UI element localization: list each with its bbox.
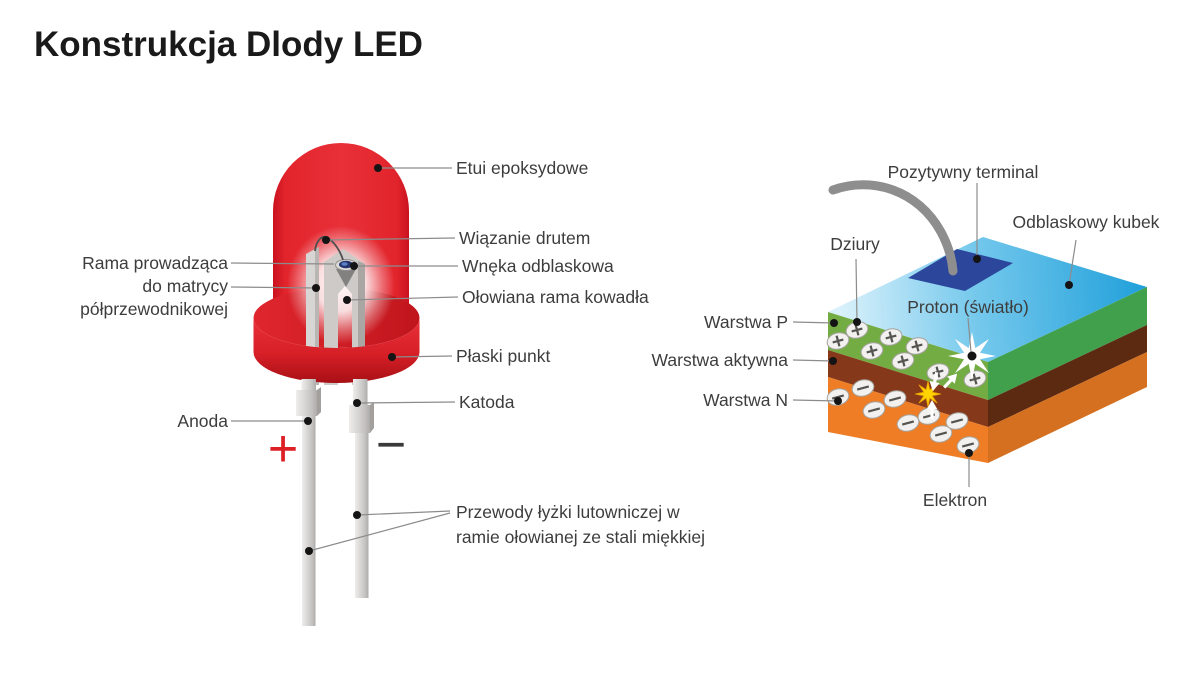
label-anvil-frame: Ołowiana rama kowadła bbox=[462, 287, 649, 307]
leader-leads-a bbox=[356, 510, 451, 516]
pointer-dot bbox=[322, 236, 330, 244]
anode-leg bbox=[296, 379, 321, 626]
led-leader-lines bbox=[230, 164, 459, 555]
label-epoxy-case: Etui epoksydowe bbox=[456, 158, 588, 178]
chip-labels: Pozytywny terminal Odblaskowy kubek Dziu… bbox=[652, 162, 1160, 510]
active-layer-front-face bbox=[828, 350, 988, 427]
pointer-dot bbox=[829, 357, 837, 365]
label-holes: Dziury bbox=[830, 234, 880, 254]
leader-cathode bbox=[356, 401, 456, 404]
label-lead-frame-1: Rama prowadząca bbox=[82, 253, 228, 273]
pointer-dot bbox=[343, 296, 351, 304]
label-leads-1: Przewody łyżki lutowniczej w bbox=[456, 502, 680, 522]
plus-symbol: + bbox=[268, 420, 298, 478]
pointer-dot bbox=[853, 318, 861, 326]
led-bulb-illustration: + − bbox=[253, 143, 420, 626]
label-proton: Proton (światło) bbox=[907, 297, 1029, 317]
label-anode: Anoda bbox=[177, 411, 228, 431]
leader-p-layer bbox=[792, 321, 835, 324]
pointer-dot bbox=[312, 284, 320, 292]
label-lead-frame-3: półprzewodnikowej bbox=[80, 299, 228, 319]
reflective-cup-top-face bbox=[828, 237, 1147, 362]
pointer-dot bbox=[388, 353, 396, 361]
label-p-layer: Warstwa P bbox=[704, 312, 788, 332]
pointer-dot bbox=[305, 547, 313, 555]
minus-symbol: − bbox=[376, 416, 406, 474]
label-positive-terminal: Pozytywny terminal bbox=[888, 162, 1039, 182]
leader-anvil-frame bbox=[346, 296, 459, 301]
pointer-dot bbox=[830, 319, 838, 327]
leader-wire-bond bbox=[325, 237, 456, 241]
page-title: Konstrukcja Dlody LED bbox=[34, 25, 423, 64]
leader-lead-frame-1 bbox=[230, 262, 335, 265]
terminal-pad bbox=[908, 249, 1013, 291]
label-lead-frame-2: do matrycy bbox=[142, 276, 228, 296]
chip-leader-lines bbox=[792, 183, 1077, 487]
p-layer-side-face bbox=[988, 287, 1147, 400]
label-reflective-cavity: Wnęka odblaskowa bbox=[462, 256, 614, 276]
label-active-layer: Warstwa aktywna bbox=[652, 350, 789, 370]
label-n-layer: Warstwa N bbox=[703, 390, 788, 410]
pointer-dot bbox=[973, 255, 981, 263]
pointer-dot bbox=[965, 449, 973, 457]
led-labels: Etui epoksydowe Wiązanie drutem Wnęka od… bbox=[80, 158, 705, 547]
leader-holes bbox=[855, 258, 858, 323]
leader-n-layer bbox=[792, 399, 839, 402]
cathode-leg bbox=[349, 379, 374, 598]
pointer-dot bbox=[834, 397, 842, 405]
pointer-dot bbox=[967, 351, 977, 361]
label-flat-spot: Płaski punkt bbox=[456, 346, 550, 366]
pointer-dot bbox=[304, 417, 312, 425]
leader-flat-spot bbox=[391, 355, 453, 358]
leader-active-layer bbox=[792, 359, 834, 362]
pointer-dot bbox=[1065, 281, 1073, 289]
pointer-dot bbox=[350, 262, 358, 270]
pointer-dot bbox=[353, 511, 361, 519]
flange-rim-body bbox=[253, 318, 420, 383]
label-cathode: Katoda bbox=[459, 392, 515, 412]
label-reflective-cup: Odblaskowy kubek bbox=[1013, 212, 1160, 232]
pointer-dot bbox=[374, 164, 382, 172]
active-layer-side-face bbox=[988, 325, 1147, 427]
pointer-dot bbox=[353, 399, 361, 407]
leader-reflective-cup bbox=[1068, 239, 1077, 286]
terminal-wire bbox=[828, 180, 958, 276]
n-layer-side-face bbox=[988, 352, 1147, 463]
chip-illustration bbox=[824, 180, 1147, 463]
reflective-cavity-cone bbox=[336, 269, 356, 287]
leader-leads-b bbox=[308, 512, 451, 552]
label-electron: Elektron bbox=[923, 490, 987, 510]
label-leads-2: ramie ołowianej ze stali miękkiej bbox=[456, 527, 705, 547]
leader-lead-frame-2 bbox=[230, 286, 317, 289]
label-wire-bond: Wiązanie drutem bbox=[459, 228, 590, 248]
leader-proton bbox=[967, 317, 972, 353]
